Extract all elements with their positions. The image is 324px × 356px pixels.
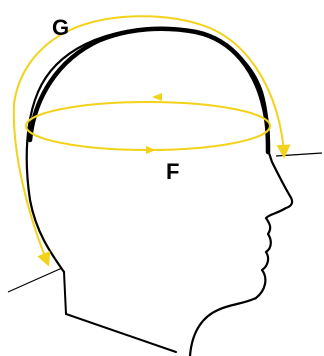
crown-line	[30, 29, 268, 152]
reference-line-back	[8, 268, 62, 292]
f-arrow-ellipse	[26, 102, 270, 150]
f-arrow-head-bottom	[146, 146, 156, 154]
label-g: G	[52, 15, 69, 40]
neck-back-line	[64, 272, 176, 352]
label-f: F	[166, 159, 179, 184]
f-arrow-head-top	[152, 93, 162, 101]
